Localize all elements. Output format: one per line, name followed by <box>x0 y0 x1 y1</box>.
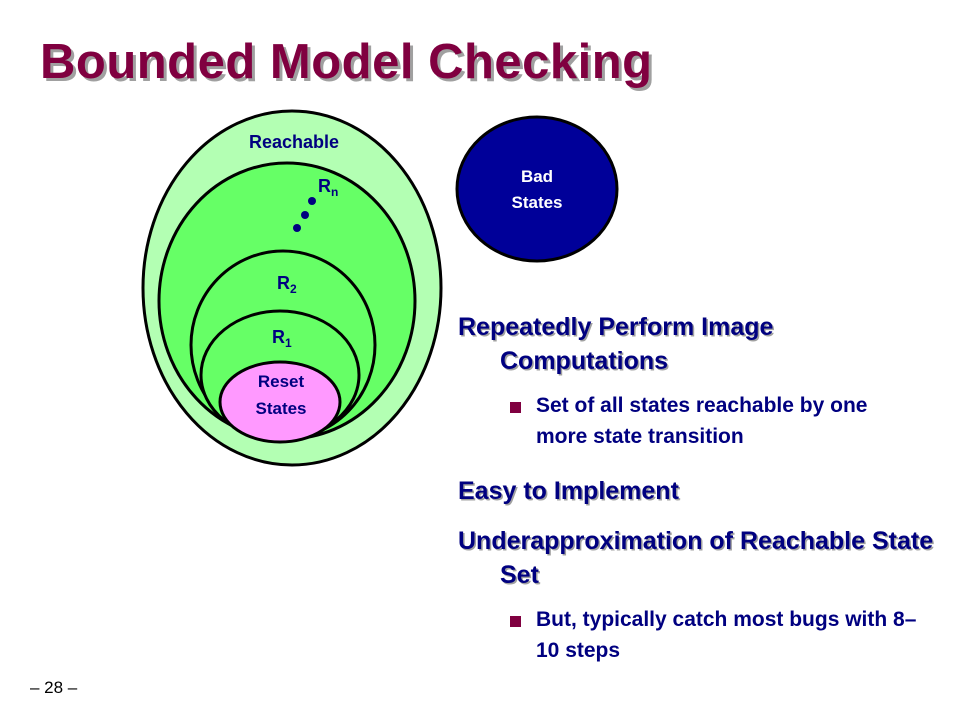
ellipsis-dot <box>293 224 301 232</box>
sub-bullet-catch-bugs: But, typically catch most bugs with 8–10… <box>458 604 936 666</box>
reachable-label: Reachable <box>249 132 339 152</box>
page-number: – 28 – <box>30 678 78 697</box>
sub-bullet-text: Set of all states reachable by one more … <box>536 394 868 448</box>
bullet-square-icon <box>510 402 521 413</box>
bad-states-label-line2: States <box>511 193 562 212</box>
r2-label: R2 <box>277 273 297 296</box>
rn-label-sub: n <box>331 185 338 199</box>
bad-states-region <box>455 115 619 263</box>
ellipsis-dot <box>301 211 309 219</box>
sub-bullet-image-definition: Set of all states reachable by one more … <box>458 390 876 452</box>
reset-states-label-line2: States <box>255 399 306 418</box>
bullet-heading-underapproximation: Underapproximation of Reachable State Se… <box>458 527 934 589</box>
r1-label-base: R <box>272 327 285 347</box>
reset-states-region <box>218 360 342 444</box>
sub-bullet-text: But, typically catch most bugs with 8–10… <box>536 608 917 662</box>
slide-title: Bounded Model Checking <box>40 35 653 89</box>
rn-label-base: R <box>318 176 331 196</box>
bullet-heading-easy-to-implement: Easy to Implement <box>458 477 679 505</box>
bad-states-label-line1: Bad <box>521 167 553 186</box>
rn-label: Rn <box>318 176 338 199</box>
reset-states-label-line1: Reset <box>258 372 305 391</box>
r1-label: R1 <box>272 327 292 350</box>
r2-label-base: R <box>277 273 290 293</box>
r2-label-sub: 2 <box>290 282 297 296</box>
r1-label-sub: 1 <box>285 336 292 350</box>
bullet-square-icon <box>510 616 521 627</box>
bullet-heading-image-computations: Repeatedly Perform Image Computations <box>458 313 774 375</box>
bullet-list: Repeatedly Perform Image Computations Se… <box>458 310 938 666</box>
ellipsis-dot <box>308 197 316 205</box>
